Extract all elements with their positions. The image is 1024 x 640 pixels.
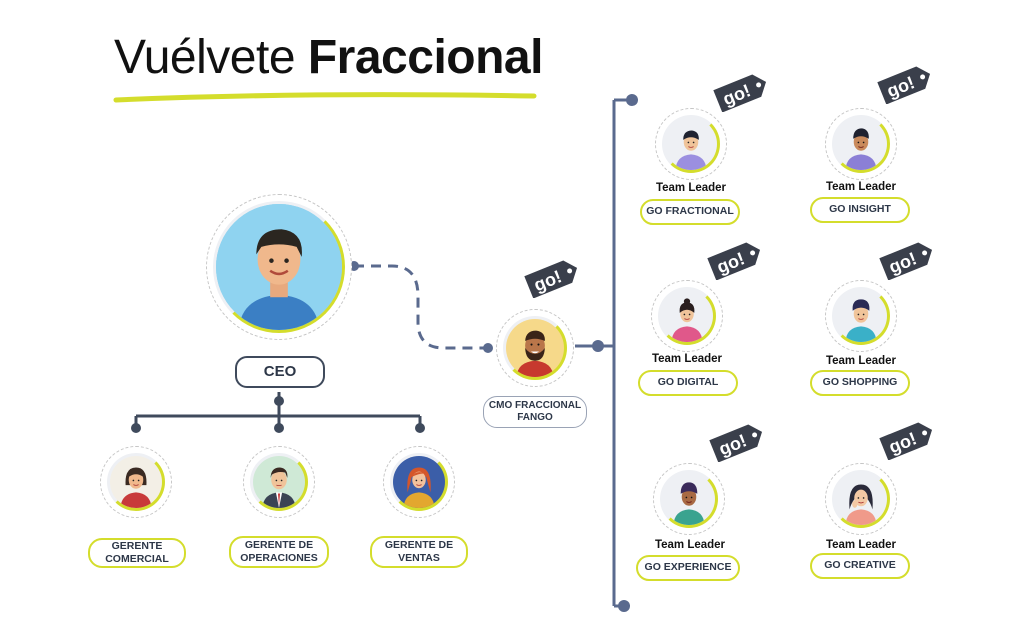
team-name: GO SHOPPING [810,370,910,396]
woman-avatar-icon [100,446,172,518]
team-avatar-icon [825,280,897,352]
bearded-man-avatar-icon [496,309,574,387]
redhead-avatar-icon [383,446,455,518]
team-role: Team Leader [825,181,897,193]
team-name: GO CREATIVE [810,553,910,579]
man-suit-avatar-icon [243,446,315,518]
go-tag-icon: go! [877,66,931,104]
team-name: GO INSIGHT [810,197,910,223]
go-tag-icon: go! [879,422,933,460]
team-role: Team Leader [651,353,723,365]
team-avatar-icon [825,463,897,535]
team-avatar-icon [653,463,725,535]
title-regular: Vuélvete [114,31,296,84]
team-avatar-icon [651,280,723,352]
team-name: GO DIGITAL [638,370,738,396]
ceo-label: CEO [235,356,325,388]
go-tag-icon: go! [707,242,761,280]
go-tag-icon: go! [713,74,767,112]
team-role: Team Leader [825,539,897,551]
team-name: GO FRACTIONAL [640,199,740,225]
team-name: GO EXPERIENCE [636,555,740,581]
team-avatar-icon [655,108,727,180]
page-title: Vuélvete Fraccional [114,30,543,85]
go-tag-icon: go! [879,242,933,280]
team-role: Team Leader [655,182,727,194]
team-role: Team Leader [825,355,897,367]
team-avatar-icon [825,108,897,180]
go-tag-icon: go! [524,260,578,298]
title-bold: Fraccional [307,31,544,84]
ceo-avatar-icon [206,194,352,340]
team-role: Team Leader [654,539,726,551]
go-tag-icon: go! [709,424,763,462]
